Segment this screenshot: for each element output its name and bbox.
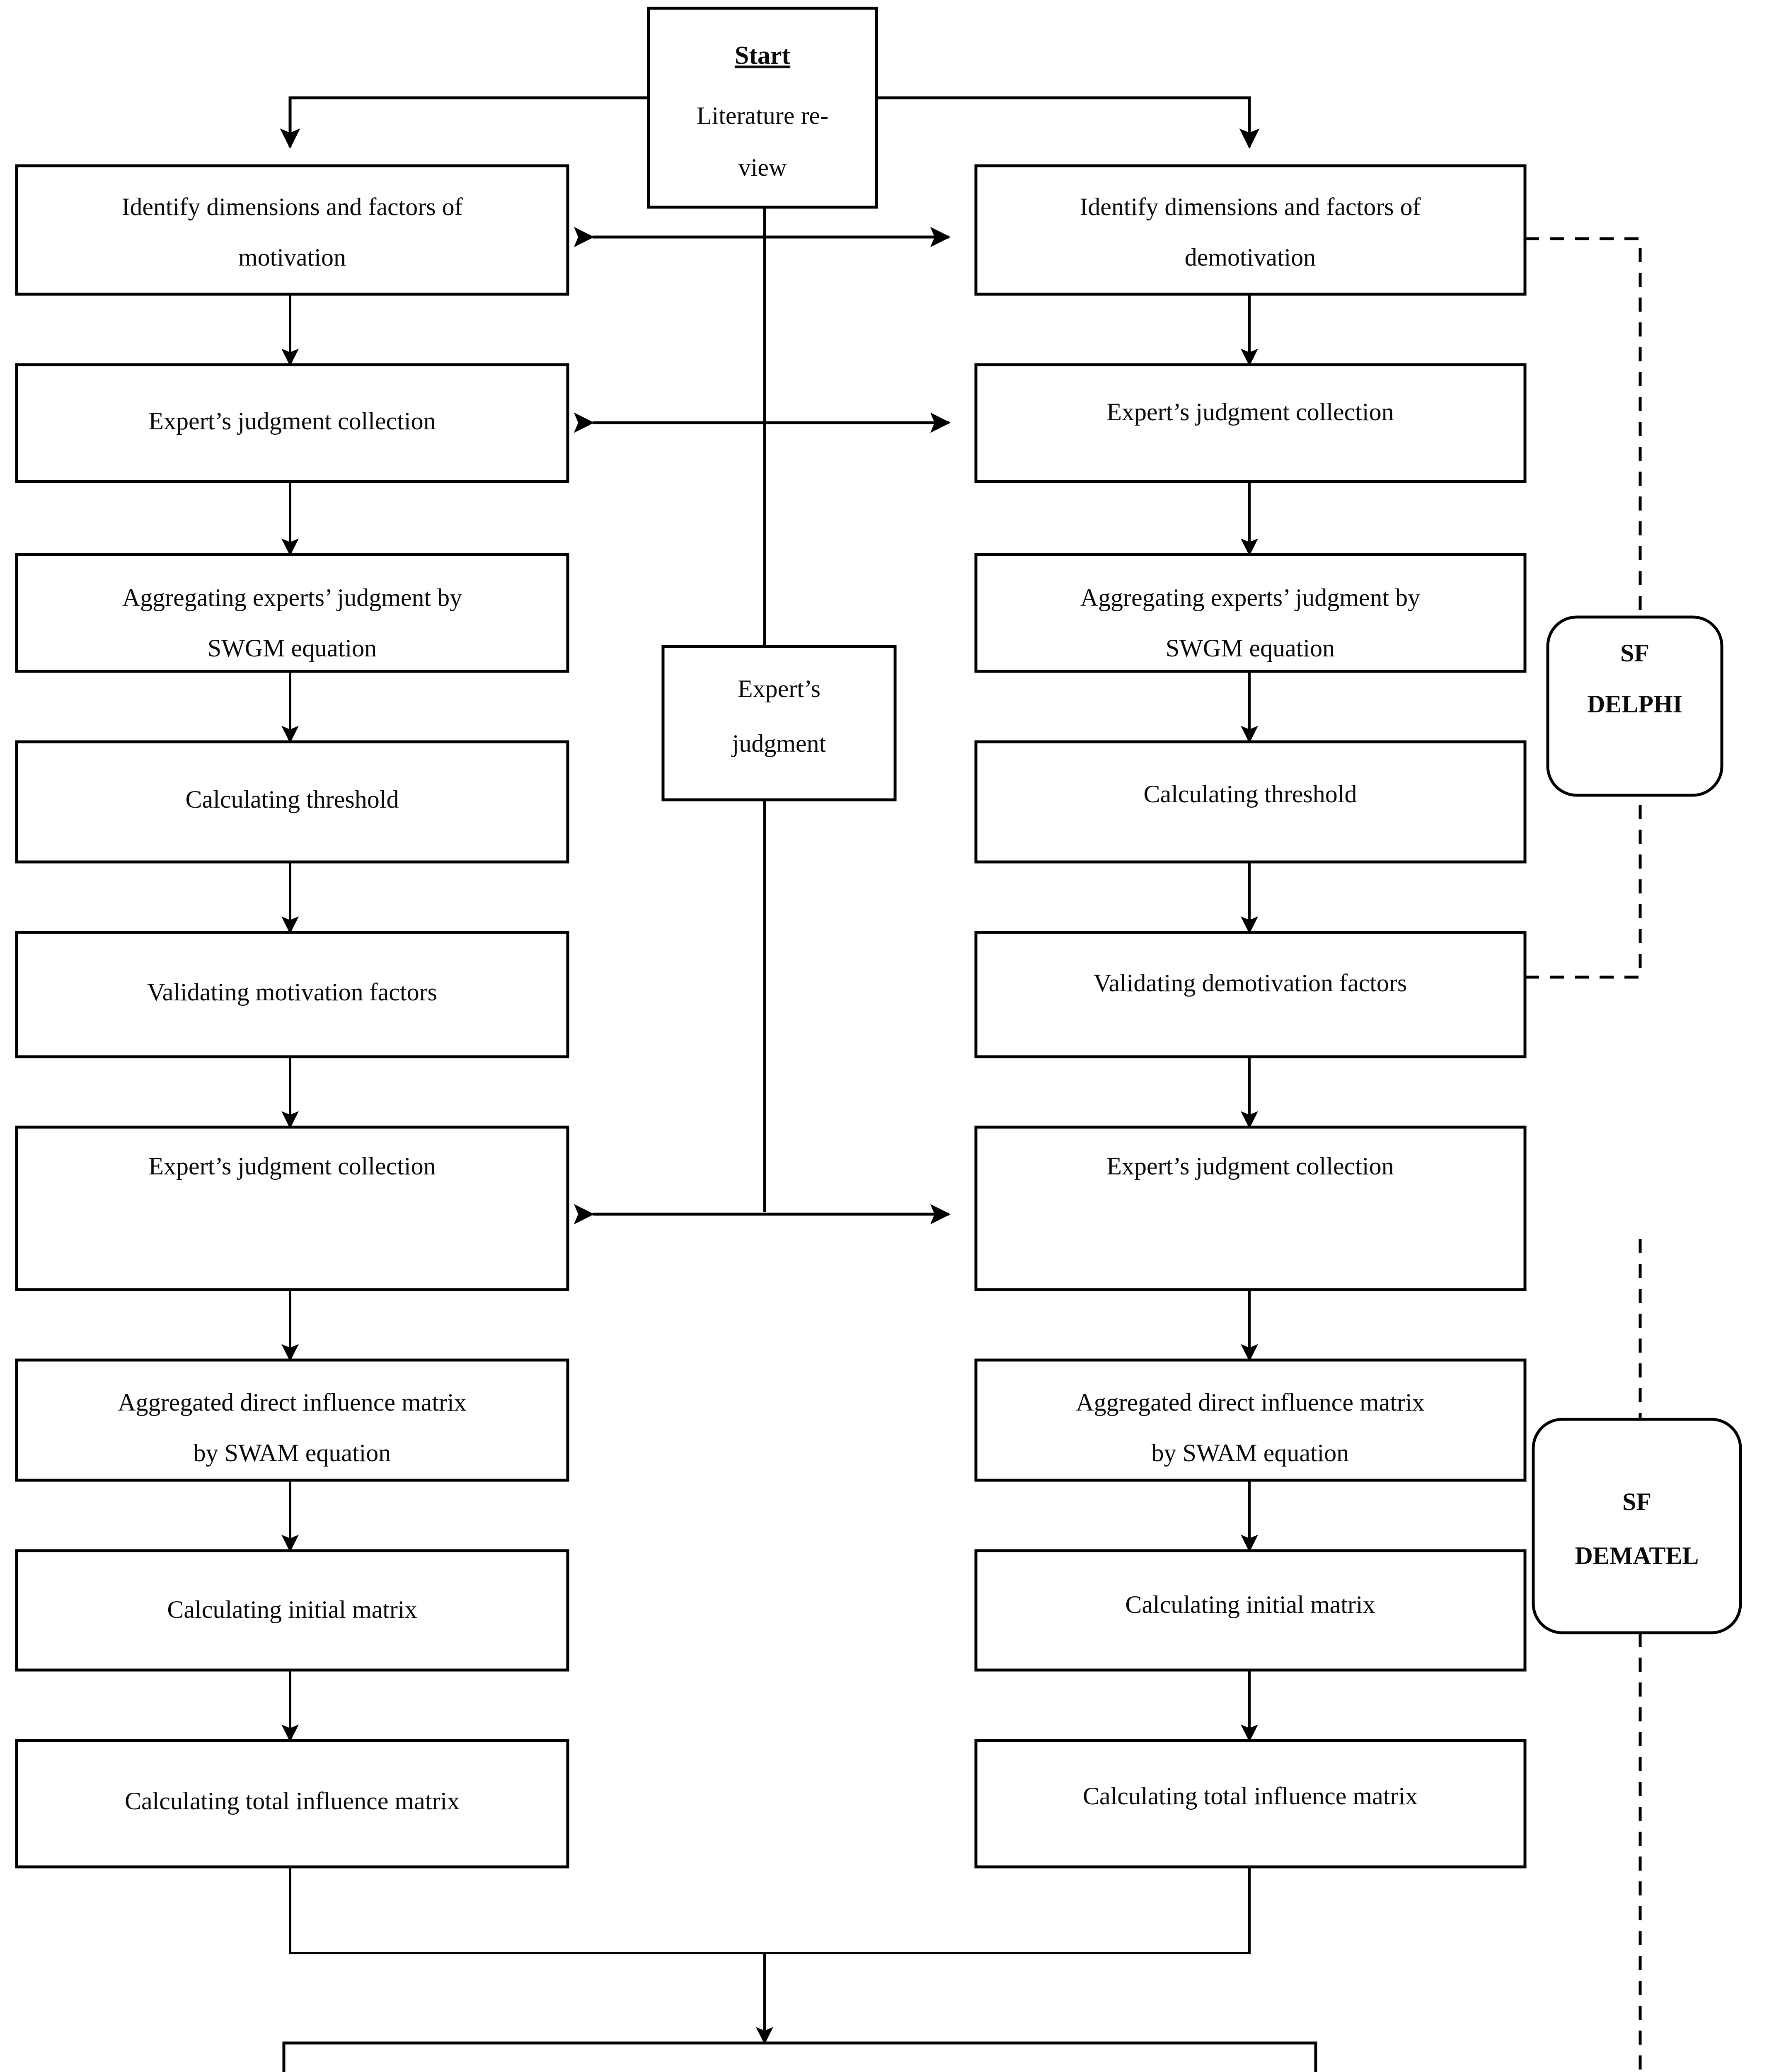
node-right-identify[interactable]: Identify dimensions and factors of demot…	[974, 164, 1527, 296]
right-totalmatrix-line-1: Calculating total influence matrix	[1083, 1782, 1418, 1810]
node-right-validating-factors[interactable]: Validating demotivation factors	[974, 931, 1527, 1058]
right-aggregating-line-2: SWGM equation	[1166, 634, 1335, 662]
start-line-2: view	[738, 154, 787, 181]
left-validating-line-1: Validating motivation factors	[147, 978, 437, 1006]
node-left-aggregating-swgm[interactable]: Aggregating experts’ judgment by SWGM eq…	[15, 553, 569, 673]
left-aggregating-line-1: Aggregating experts’ judgment by	[122, 584, 462, 611]
node-left-calculating-threshold[interactable]: Calculating threshold	[15, 740, 569, 864]
connector-start-split	[280, 96, 1260, 149]
right-judgment1-line-1: Expert’s judgment collection	[1106, 398, 1394, 426]
start-line-1: Literature re-	[697, 102, 828, 129]
right-identify-line-2: demotivation	[1185, 244, 1316, 271]
node-center-expert-judgment[interactable]: Expert’s judgment	[661, 645, 897, 801]
connector-join-to-end	[289, 1867, 1251, 2045]
start-heading: Start	[735, 41, 791, 70]
node-left-identify[interactable]: Identify dimensions and factors of motiv…	[15, 164, 569, 296]
node-left-total-influence-matrix[interactable]: Calculating total influence matrix	[15, 1739, 569, 1869]
node-method-sf-dematel[interactable]: SF DEMATEL	[1532, 1418, 1742, 1634]
left-directmatrix-line-2: by SWAM equation	[194, 1439, 391, 1467]
node-left-initial-matrix[interactable]: Calculating initial matrix	[15, 1549, 569, 1672]
node-end-solutions[interactable]: Solutions to improve motivation factors …	[282, 2041, 1317, 2072]
sf-dematel-line-1: SF	[1622, 1488, 1651, 1515]
node-right-aggregating-swgm[interactable]: Aggregating experts’ judgment by SWGM eq…	[974, 553, 1527, 673]
sf-delphi-line-2: DELPHI	[1587, 690, 1682, 718]
center-expert-line-2: judgment	[731, 730, 826, 757]
left-judgment1-line-1: Expert’s judgment collection	[148, 407, 436, 435]
node-right-total-influence-matrix[interactable]: Calculating total influence matrix	[974, 1739, 1527, 1869]
node-right-judgment-collection-2[interactable]: Expert’s judgment collection	[974, 1126, 1527, 1291]
left-judgment2-line-1: Expert’s judgment collection	[148, 1152, 436, 1180]
right-aggregating-line-1: Aggregating experts’ judgment by	[1080, 584, 1420, 611]
left-identify-line-1: Identify dimensions and factors of	[121, 193, 462, 220]
node-right-initial-matrix[interactable]: Calculating initial matrix	[974, 1549, 1527, 1672]
node-left-direct-influence-matrix[interactable]: Aggregated direct influence matrix by SW…	[15, 1358, 569, 1482]
left-totalmatrix-line-1: Calculating total influence matrix	[125, 1787, 460, 1815]
left-identify-line-2: motivation	[238, 244, 346, 271]
node-right-judgment-collection-1[interactable]: Expert’s judgment collection	[974, 363, 1527, 483]
right-threshold-line-1: Calculating threshold	[1144, 780, 1357, 808]
node-start[interactable]: Start Literature re- view	[647, 7, 878, 209]
node-left-validating-factors[interactable]: Validating motivation factors	[15, 931, 569, 1058]
right-judgment2-line-1: Expert’s judgment collection	[1106, 1152, 1394, 1180]
node-right-direct-influence-matrix[interactable]: Aggregated direct influence matrix by SW…	[974, 1358, 1527, 1482]
right-directmatrix-line-2: by SWAM equation	[1152, 1439, 1349, 1467]
node-right-calculating-threshold[interactable]: Calculating threshold	[974, 740, 1527, 864]
center-expert-line-1: Expert’s	[738, 675, 821, 702]
end-line-1: Solutions to improve motivation factors …	[439, 2068, 1160, 2072]
sf-dematel-line-2: DEMATEL	[1575, 1542, 1699, 1569]
connector-dashed-delphi	[1525, 237, 1642, 979]
right-initialmatrix-line-1: Calculating initial matrix	[1125, 1591, 1375, 1618]
left-directmatrix-line-1: Aggregated direct influence matrix	[118, 1389, 466, 1416]
connector-dashed-dematel	[1639, 1239, 1642, 2072]
right-identify-line-1: Identify dimensions and factors of	[1080, 193, 1421, 220]
node-left-judgment-collection-2[interactable]: Expert’s judgment collection	[15, 1126, 569, 1291]
right-directmatrix-line-1: Aggregated direct influence matrix	[1076, 1389, 1424, 1416]
sf-delphi-line-1: SF	[1620, 639, 1649, 667]
right-validating-line-1: Validating demotivation factors	[1094, 969, 1407, 997]
left-aggregating-line-2: SWGM equation	[208, 634, 377, 662]
left-threshold-line-1: Calculating threshold	[186, 786, 399, 813]
node-method-sf-delphi[interactable]: SF DELPHI	[1546, 615, 1723, 797]
left-initialmatrix-line-1: Calculating initial matrix	[167, 1596, 417, 1623]
node-left-judgment-collection-1[interactable]: Expert’s judgment collection	[15, 363, 569, 483]
